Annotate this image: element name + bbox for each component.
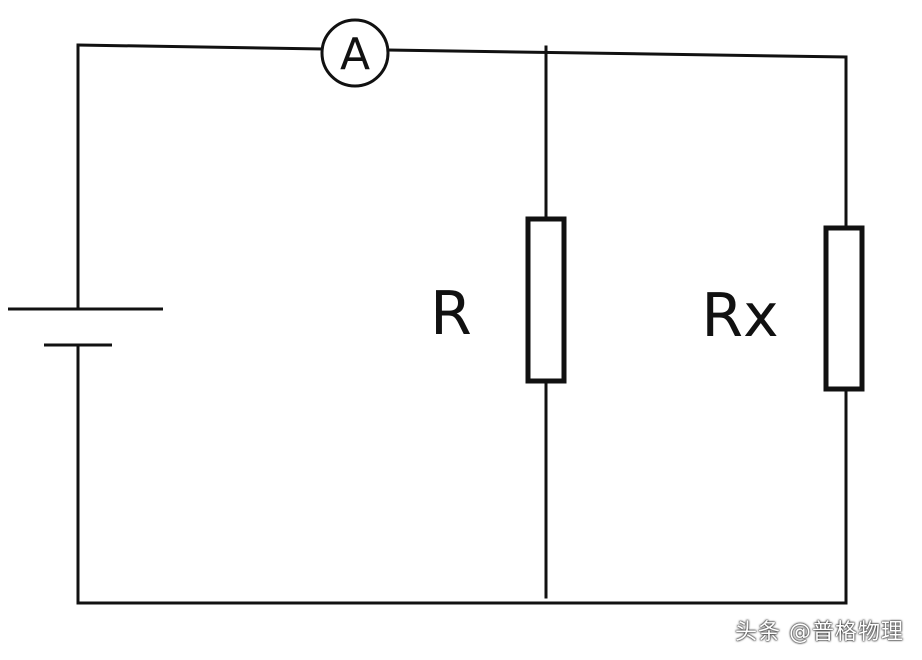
ammeter-symbol: A: [340, 29, 370, 80]
ammeter: [320, 18, 390, 88]
resistor-rx: [823, 225, 865, 392]
resistor-rx-label: Rx: [701, 281, 778, 351]
watermark: 头条 @普格物理: [735, 620, 904, 645]
resistor-r: [525, 216, 567, 384]
resistor-r-label: R: [430, 279, 472, 349]
top-wire-right: [386, 48, 848, 59]
top-wire-left: [76, 43, 324, 51]
